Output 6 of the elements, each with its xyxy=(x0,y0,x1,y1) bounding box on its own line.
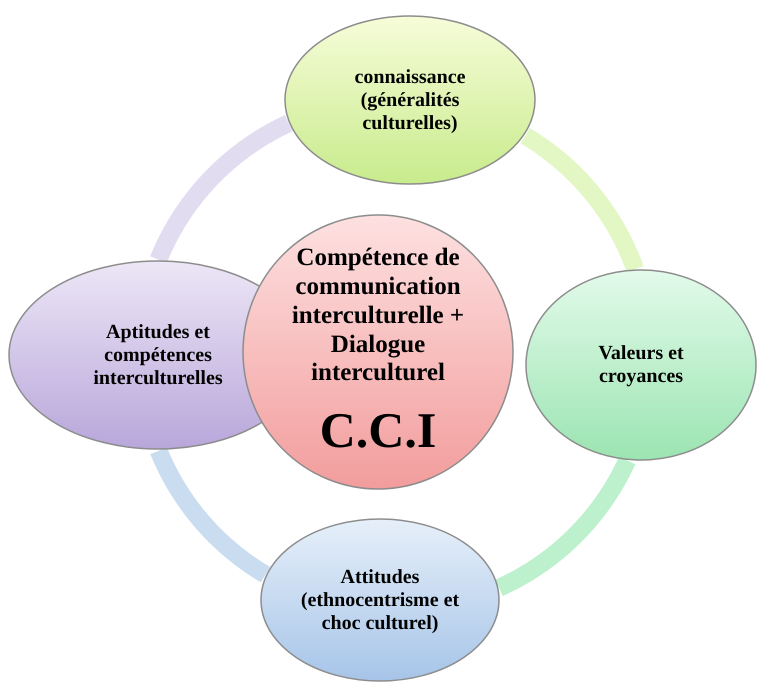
acronym-label: C.C.I xyxy=(320,402,436,460)
node-label: Compétence de communication interculturelle + Dialogue interculturel xyxy=(290,244,466,388)
node-label: Aptitudes et compétences interculturelles xyxy=(92,320,224,390)
node-label: Valeurs et croyances xyxy=(597,342,685,388)
node-label: Attitudes (ethnocentrisme et choc culturel) xyxy=(300,566,460,634)
node-label: connaissance (généralités culturelles) xyxy=(353,66,467,134)
